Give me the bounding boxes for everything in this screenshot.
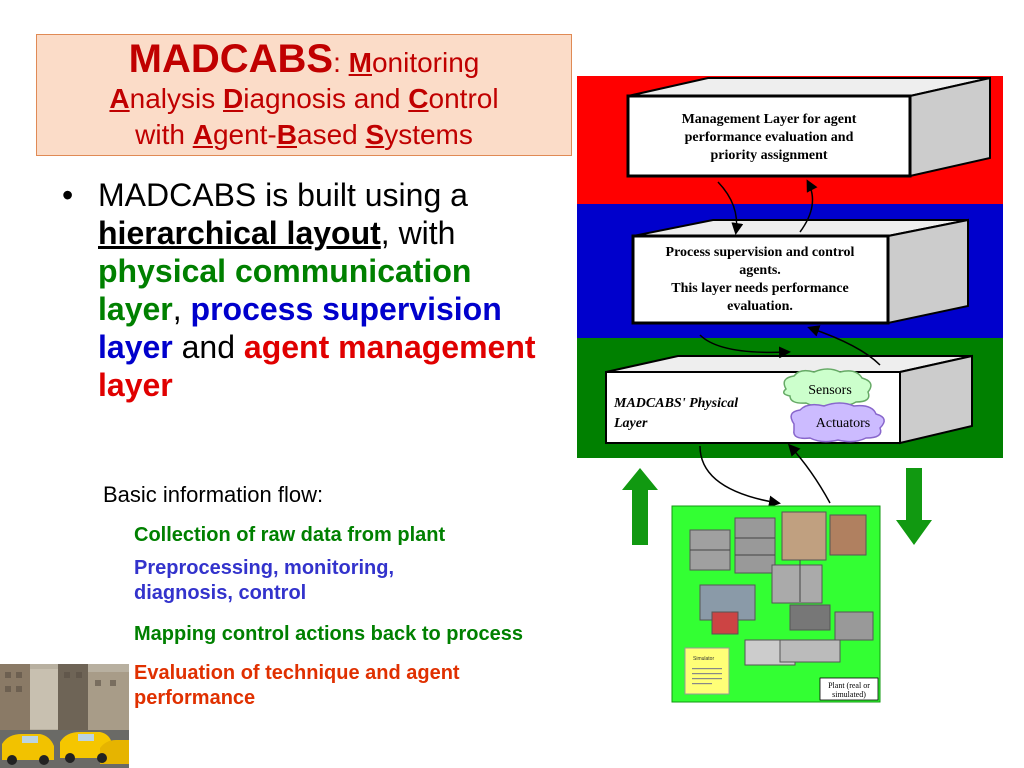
bullet-agent-layer: agent management layer — [98, 329, 536, 403]
process-box-line-1: Process supervision and control — [666, 245, 855, 260]
title-word-with: with — [135, 119, 193, 150]
down-arrow-icon — [896, 468, 932, 545]
process-box-line-3: This layer needs performance — [671, 281, 848, 296]
connector-arrow — [699, 334, 791, 359]
process-box: Process supervision and control agents. … — [631, 218, 969, 325]
connector-arrow — [699, 445, 781, 508]
actuators-cloud: Actuators — [790, 402, 885, 443]
flow-item-2: Preprocessing, monitoring, diagnosis, co… — [134, 557, 395, 604]
title-word-diagnosis: iagnosis and — [243, 83, 409, 114]
title-letter-a2: A — [192, 119, 213, 150]
title-box: MADCABS: Monitoring Analysis Diagnosis a… — [36, 34, 572, 156]
title-colon: : — [333, 47, 349, 78]
title-letter-m: M — [348, 47, 372, 78]
physical-box-line-2: Layer — [613, 416, 648, 431]
flow-item-4: Evaluation of technique and agent perfor… — [134, 662, 460, 709]
title-word-systems: ystems — [384, 119, 473, 150]
connector-arrow — [807, 325, 881, 366]
plant-label-line-1: Plant (real or — [828, 681, 870, 690]
simulator-title: Simulator — [693, 656, 714, 662]
connector-arrow — [787, 443, 831, 504]
connector-arrows — [699, 179, 881, 508]
process-box-line-4: evaluation. — [727, 299, 793, 314]
title-word-monitoring: onitoring — [371, 47, 480, 78]
title-word-control: ontrol — [428, 83, 499, 114]
management-box-line-1: Management Layer for agent — [682, 112, 857, 127]
title-letter-b: B — [276, 119, 297, 150]
bullet-dot: • — [62, 177, 74, 213]
plant-picture: Simulator Plant (real or simulated) — [671, 505, 881, 703]
bullet-physical-layer: physical communication layer — [98, 253, 472, 327]
bullet-text: MADCABS is built using a hierarchical la… — [98, 176, 560, 404]
sensors-label: Sensors — [808, 383, 852, 398]
flow-subheading: Basic information flow: — [103, 482, 324, 507]
title-word-based: ased — [297, 119, 366, 150]
actuators-label: Actuators — [816, 416, 870, 431]
title-line-1: MADCABS: Monitoring — [37, 39, 571, 81]
connector-arrow — [799, 179, 818, 233]
title-letter-a: A — [109, 83, 130, 114]
physical-box-line-1: MADCABS' Physical — [613, 396, 738, 411]
title-line-3: with Agent-Based Systems — [37, 117, 571, 153]
bullet-part-2: , with — [380, 215, 456, 251]
street-photo — [0, 664, 129, 768]
sensors-cloud: Sensors — [783, 368, 872, 407]
flow-item-1: Collection of raw data from plant — [134, 524, 446, 546]
simulator-panel — [684, 647, 730, 695]
management-box-line-2: performance evaluation and — [685, 130, 854, 145]
flow-item-3: Mapping control actions back to process — [134, 623, 523, 645]
plant-label-box — [819, 677, 879, 701]
title-letter-s: S — [365, 119, 385, 150]
up-arrow-icon — [622, 468, 658, 545]
title-line-2: Analysis Diagnosis and Control — [37, 81, 571, 117]
bullet-hierarchical-layout: hierarchical layout — [98, 215, 381, 251]
plant-label-line-2: simulated) — [832, 690, 866, 699]
simulator-lines — [692, 668, 722, 685]
title-acronym: MADCABS — [128, 37, 334, 81]
management-box-line-3: priority assignment — [710, 148, 827, 163]
title-letter-d: D — [223, 83, 244, 114]
bullet-part-1: MADCABS is built using a — [98, 177, 468, 213]
bullet-process-layer: process supervision layer — [98, 291, 502, 365]
title-letter-c: C — [408, 83, 429, 114]
process-box-line-2: agents. — [739, 263, 781, 278]
bullet-part-4: and — [172, 329, 244, 365]
bullet-part-3: , — [172, 291, 191, 327]
title-word-agent: gent- — [212, 119, 277, 150]
title-word-analysis: nalysis — [129, 83, 224, 114]
management-box: Management Layer for agent performance e… — [626, 76, 991, 178]
connector-arrow — [717, 181, 744, 235]
physical-box: MADCABS' Physical Layer Sensors Actuator… — [605, 354, 973, 445]
